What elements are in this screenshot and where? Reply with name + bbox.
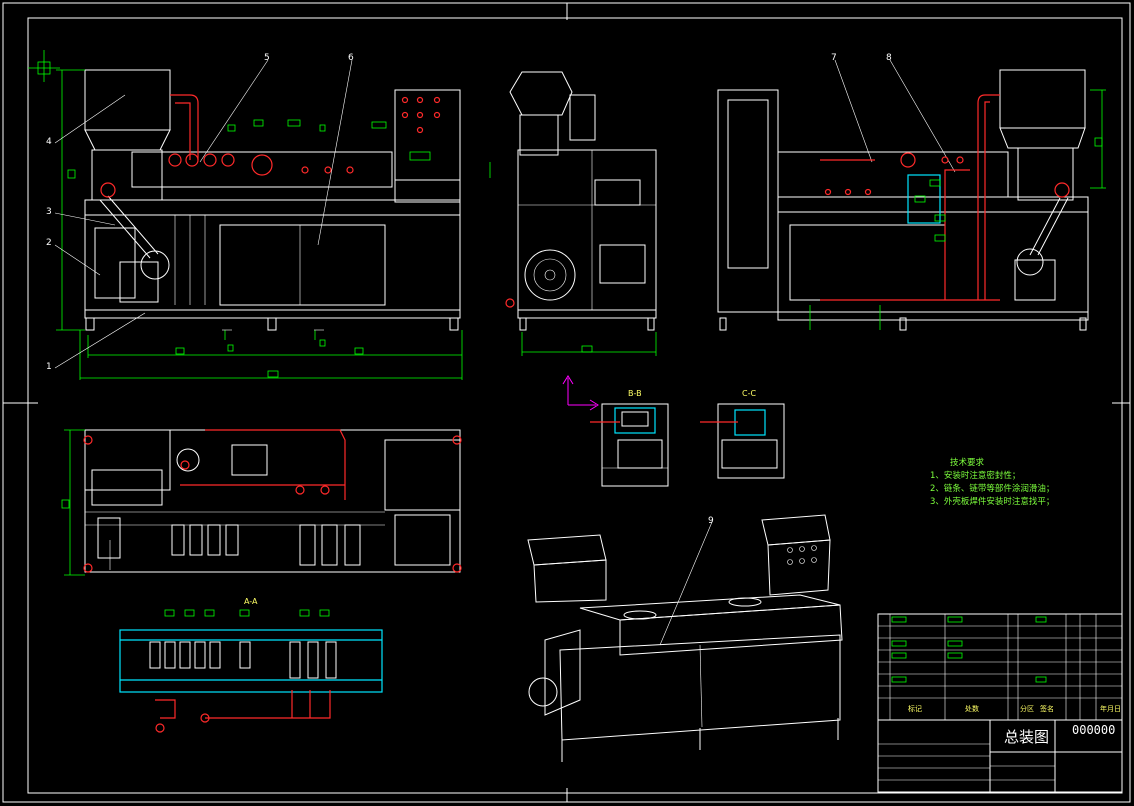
part-label-7: 7: [831, 53, 837, 63]
ucs-icon: [562, 375, 599, 411]
top-view: [61, 429, 462, 576]
part-label-5: 5: [264, 53, 270, 63]
header-date: 年月日: [1100, 704, 1121, 713]
part-label-2: 2: [46, 238, 52, 248]
tech-req-item-3: 3、外壳板焊件安装时注意找平；: [930, 496, 1054, 507]
section-aa-label: A-A: [244, 597, 258, 606]
tech-req-item-1: 1、安装时注意密封性；: [930, 470, 1020, 481]
part-label-9: 9: [708, 516, 714, 526]
tech-req-item-2: 2、链条、链带等部件涂润滑油；: [930, 483, 1054, 494]
drawing-code: 000000: [1072, 723, 1115, 737]
section-cc: C-C: [700, 389, 785, 479]
isometric-view: [527, 514, 843, 762]
section-cc-label: C-C: [742, 389, 756, 398]
leader-lines-front: [54, 59, 956, 646]
title-block-headers: 标记 处数 分区 签名 年月日: [908, 704, 1121, 713]
header-sign: 签名: [1040, 704, 1054, 713]
section-aa: A-A: [119, 597, 383, 733]
front-view: [56, 69, 491, 380]
tech-req-heading: 技术要求: [950, 457, 985, 468]
header-zone: 分区: [1020, 704, 1034, 713]
rear-view: [717, 69, 1106, 331]
title-block: 标记 处数 分区 签名 年月日 总装图 000000: [877, 613, 1123, 793]
part-label-3: 3: [46, 207, 52, 217]
side-view: [505, 71, 657, 356]
part-label-1: 1: [46, 362, 52, 372]
header-count: 处数: [965, 704, 979, 713]
parts-list-grid: [878, 614, 1122, 721]
technical-requirements: 技术要求 1、安装时注意密封性； 2、链条、链带等部件涂润滑油； 3、外壳板焊件…: [930, 457, 1054, 507]
section-bb-label: B-B: [628, 389, 642, 398]
section-bb: B-B: [590, 389, 669, 487]
drawing-name: 总装图: [1004, 728, 1049, 746]
part-label-8: 8: [886, 53, 892, 63]
part-number-labels: 1 2 3 4 5 6 7 8 9: [46, 53, 892, 526]
header-mark: 标记: [908, 704, 922, 713]
part-label-4: 4: [46, 137, 52, 147]
part-label-6: 6: [348, 53, 354, 63]
